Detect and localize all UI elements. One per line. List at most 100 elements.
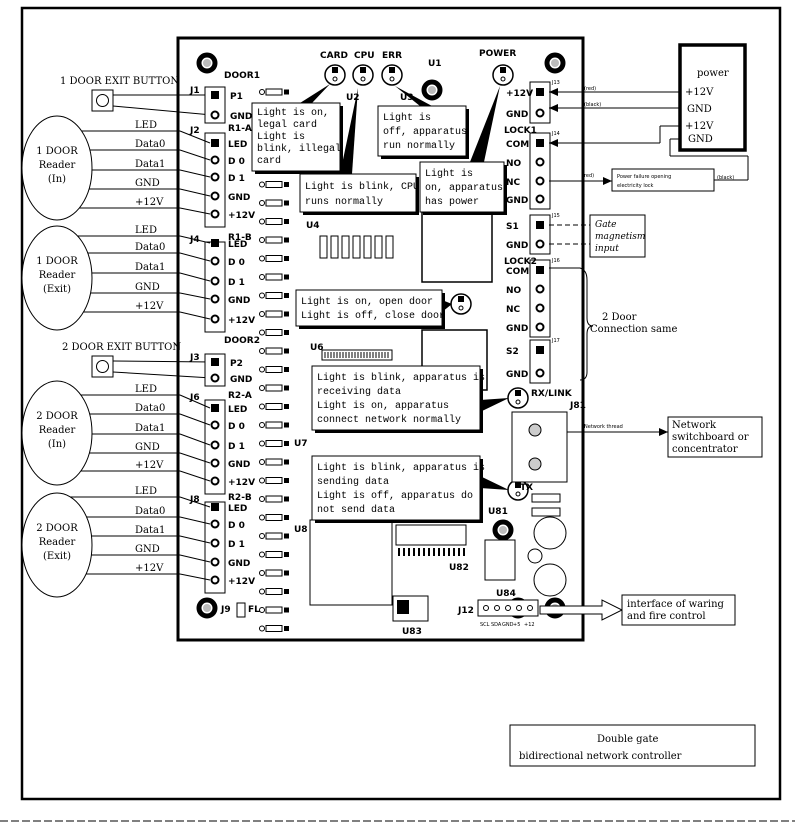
chip-label: U84: [496, 589, 516, 599]
chip-label: U2: [346, 93, 360, 103]
pin-label: D 0: [228, 521, 245, 531]
pin-label: D 0: [228, 157, 245, 167]
mounting-hole: [551, 59, 559, 67]
title-line-1: Double gate: [597, 734, 659, 745]
callout-cpu: [299, 173, 417, 213]
wire-label: GND: [135, 544, 160, 555]
j12-pin-label: +5: [513, 622, 520, 628]
capacitor: [527, 548, 543, 564]
led-icon: [492, 64, 514, 86]
wire: [179, 394, 211, 409]
wire: [112, 360, 213, 363]
pad: [284, 515, 289, 520]
pin-pad: [535, 194, 545, 204]
pad: [259, 89, 265, 95]
callout-pointer: [340, 88, 358, 174]
connector-label: J4: [189, 235, 200, 245]
led-icon: [332, 76, 338, 82]
pad: [284, 496, 289, 502]
lock-header: LOCK2: [504, 257, 537, 267]
wire-label: +12V: [135, 197, 164, 208]
wire-label: Data1: [135, 525, 165, 536]
pad: [284, 219, 289, 224]
chip-label: U81: [488, 507, 508, 517]
gate-magnetism-box: [589, 214, 646, 258]
resistor: [363, 235, 372, 259]
wire-label: Data0: [135, 403, 165, 414]
pin-pad: [210, 538, 220, 548]
pad: [259, 255, 265, 262]
pad: [284, 293, 289, 298]
chip-pin: [463, 548, 465, 556]
pin-label: LED: [228, 405, 247, 415]
chip-label: U82: [449, 563, 469, 573]
pad: [284, 404, 289, 409]
regulator-u84: [484, 539, 516, 581]
rj45-jack: [528, 423, 542, 437]
callout-power: [419, 161, 505, 213]
interface-box: [621, 594, 736, 626]
interface-box-line: interface of waring: [627, 599, 725, 610]
pad: [483, 605, 489, 611]
chip-pin: [458, 548, 460, 556]
callout-text: off, apparatus: [383, 126, 467, 138]
pin-pad: [210, 420, 220, 430]
led-icon: [360, 76, 366, 82]
connector-label: J16: [551, 258, 560, 264]
wire: [179, 413, 211, 426]
led-icon: [360, 67, 366, 73]
pad: [259, 514, 265, 521]
led-icon: [458, 305, 464, 311]
wire-label: Data1: [135, 423, 165, 434]
pad: [259, 625, 265, 632]
chip-pin: [438, 548, 440, 556]
connector-label: J9: [220, 605, 231, 615]
wire: [179, 252, 211, 262]
pad: [284, 626, 289, 631]
terminal-connector: [529, 259, 551, 338]
wire: [179, 554, 211, 563]
chip-label: U7: [294, 439, 308, 449]
wire-label: +12V: [135, 460, 164, 471]
mounting-hole: [203, 604, 211, 612]
pad: [284, 330, 289, 335]
pad: [284, 422, 289, 428]
wire-label: +12V: [135, 563, 164, 574]
resistor: [265, 273, 283, 281]
pad: [259, 366, 265, 373]
fl-connector: [236, 602, 246, 618]
reader-name: (In): [48, 174, 66, 185]
pin-pad: [210, 172, 220, 182]
gate-box-line: magnetism: [595, 232, 645, 242]
pin-label: LED: [228, 504, 247, 514]
arrow-head: [549, 139, 558, 147]
chip-label: U83: [402, 627, 422, 637]
mounting-hole: [203, 59, 211, 67]
wire: [179, 149, 211, 161]
resistor: [265, 403, 283, 410]
pin-label: GND: [506, 324, 528, 334]
card-reader: [21, 380, 93, 486]
callout-text: Light is off, close door: [301, 310, 445, 322]
led-icon: [515, 390, 521, 396]
pin-label: GND: [506, 370, 528, 380]
chip-pin: [413, 548, 415, 556]
interface-arrow: [539, 599, 624, 621]
callout-pointer: [395, 86, 432, 106]
resistor: [265, 181, 283, 188]
pad: [505, 605, 511, 611]
rj45-jack: [528, 457, 542, 471]
pin-pad: [536, 346, 544, 354]
led-icon: [515, 399, 521, 405]
door-header: DOOR2: [224, 336, 260, 346]
network-box-line: concentrator: [672, 444, 738, 455]
callout-text: card: [257, 155, 281, 167]
callout-text: not send data: [317, 504, 395, 516]
resistor: [265, 514, 283, 521]
wire-color-black: (black): [584, 102, 601, 108]
chip-label: J81: [569, 401, 586, 411]
pin-label: D 1: [228, 278, 245, 288]
pin-label: GND: [506, 196, 528, 206]
wire-label: GND: [135, 178, 160, 189]
chip-label: J12: [457, 606, 474, 616]
